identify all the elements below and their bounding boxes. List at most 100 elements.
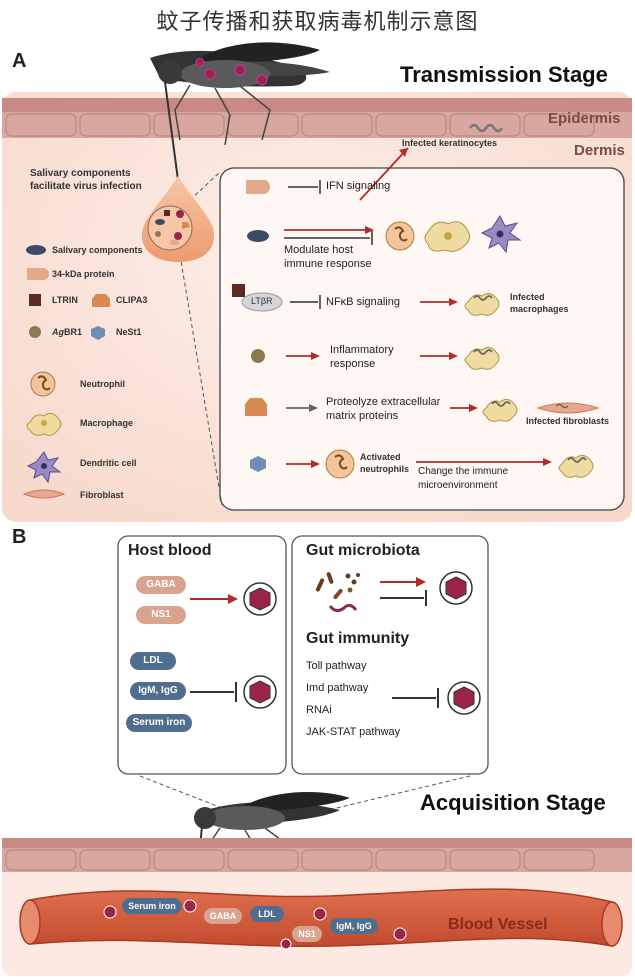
panel-b-letter: B	[12, 526, 27, 548]
zoom-line-b-left	[139, 775, 223, 809]
vessel-igm-igg-pill: IgM, IgG	[330, 918, 378, 934]
infected-macrophage-icon-2	[464, 346, 500, 370]
row1-34kda-icon	[246, 180, 270, 194]
virus-icon-1	[243, 582, 277, 616]
legend-dendritic: Dendritic cell	[80, 458, 137, 468]
epidermis-layer	[2, 112, 632, 138]
vessel-serum-iron-pill: Serum iron	[122, 898, 182, 914]
legend-salivary: Salivary components	[52, 245, 143, 255]
fibroblast-icon	[22, 489, 66, 499]
neutrophil-icon	[30, 371, 56, 397]
modulate-line2: immune response	[284, 258, 372, 270]
vessel-ns1-pill: NS1	[292, 926, 322, 942]
host-blood-heading: Host blood	[128, 542, 212, 559]
vessel-gaba-pill: GABA	[204, 908, 242, 924]
legend-agbr1: AgBR1	[52, 327, 82, 337]
ltbr-receptor-icon	[241, 292, 283, 312]
virus-icons	[243, 571, 481, 715]
infected-macrophage-icon-3	[482, 398, 518, 422]
inflammatory-line1: Inflammatory	[330, 344, 394, 356]
nfkb-label: NFκB signaling	[326, 296, 400, 308]
epidermis-label: Epidermis	[548, 110, 621, 127]
legend-macrophage: Macrophage	[80, 418, 134, 428]
ltbr-label: LTβR	[251, 296, 273, 306]
dermis-label: Dermis	[574, 142, 625, 159]
activated-line1: Activated	[360, 452, 401, 462]
serum-iron-pill: Serum iron	[126, 714, 192, 732]
skin-b-cells	[2, 848, 632, 872]
transmission-stage-heading: Transmission Stage	[400, 62, 608, 87]
gaba-pill: GABA	[136, 576, 186, 594]
infected-macrophage-icon-4	[558, 454, 594, 478]
clipa3-icon	[92, 294, 110, 307]
infected-macrophages-line1: Infected	[510, 292, 545, 302]
igm-igg-pill: IgM, IgG	[130, 682, 186, 700]
infected-macrophage-icon-1	[464, 292, 500, 316]
keratinocyte-virus-icon	[468, 123, 504, 133]
ldl-pill: LDL	[130, 652, 176, 670]
legend-fibroblast: Fibroblast	[80, 490, 124, 500]
row1-arrow	[359, 147, 409, 201]
mosquito-b-icon	[194, 792, 350, 891]
legend-34kda: 34-kDa protein	[52, 269, 115, 279]
imd-pathway-label: Imd pathway	[306, 682, 369, 694]
row2-salivary-icon	[247, 230, 269, 242]
legend-agbr1-suffix: BR1	[64, 327, 83, 337]
toll-pathway-label: Toll pathway	[306, 660, 367, 672]
row3-ltrin-icon	[232, 284, 245, 297]
infected-fibroblasts-label: Infected fibroblasts	[526, 416, 610, 426]
panel-b-arrows	[190, 577, 439, 708]
ifn-signaling-label: IFN signaling	[326, 180, 391, 192]
macrophage-icon	[26, 412, 62, 436]
proteolyze-line2: matrix proteins	[326, 410, 399, 422]
infected-macrophages-line2: macrophages	[510, 304, 569, 314]
panel-a-letter: A	[12, 50, 27, 72]
virus-icon-3	[439, 571, 473, 605]
salivary-note-line1: Salivary components	[30, 168, 131, 179]
row5-clipa3-icon	[245, 398, 267, 416]
legend-neutrophil: Neutrophil	[80, 379, 125, 389]
ns1-pill: NS1	[136, 606, 186, 624]
salivary-note-line2: facilitate virus infection	[30, 181, 142, 192]
jakstat-label: JAK-STAT pathway	[306, 726, 401, 738]
proteolyze-line1: Proteolyze extracellular	[326, 396, 441, 408]
dendritic-cell-icon	[26, 451, 62, 484]
activated-line2: neutrophils	[360, 464, 409, 474]
skin-surface	[2, 98, 632, 112]
protein-34kda-icon	[27, 268, 49, 280]
legend-icons	[22, 245, 110, 499]
modulate-line1: Modulate host	[284, 244, 354, 256]
salivary-components-icon	[26, 245, 46, 255]
gut-microbiota-heading: Gut microbiota	[306, 542, 420, 559]
agbr1-icon	[29, 326, 41, 338]
gut-microbiota-icon	[315, 572, 360, 613]
skin-b-surface	[2, 838, 632, 848]
legend-agbr1-prefix: Ag	[52, 327, 64, 337]
row6-nest1-icon	[250, 456, 266, 472]
legend-clipa3: CLIPA3	[116, 295, 148, 305]
row4-agbr1-icon	[251, 349, 265, 363]
mosquito-a-icon	[150, 42, 330, 181]
acquisition-stage-heading: Acquisition Stage	[420, 790, 606, 815]
mechanism-rows	[232, 123, 600, 479]
page-title: 蚊子传播和获取病毒机制示意图	[156, 10, 479, 35]
inflammatory-line2: response	[330, 358, 376, 370]
blood-vessel-label: Blood Vessel	[448, 916, 548, 933]
infected-keratinocytes-label: Infected keratinocytes	[402, 138, 498, 148]
rnai-label: RNAi	[306, 704, 332, 716]
legend-nest1: NeSt1	[116, 327, 142, 337]
infected-fibroblast-icon	[536, 402, 600, 414]
vessel-ldl-pill: LDL	[250, 906, 284, 922]
change-line2: microenvironment	[418, 480, 498, 491]
ltrin-icon	[29, 294, 41, 306]
virus-icon-4	[447, 681, 481, 715]
nest1-icon	[91, 326, 105, 340]
zoom-line-bottom	[179, 254, 223, 506]
saliva-droplet-icon	[141, 176, 215, 262]
change-line1: Change the immune	[418, 466, 509, 477]
legend-ltrin: LTRIN	[52, 295, 78, 305]
gut-immunity-heading: Gut immunity	[306, 630, 410, 647]
mechanism-box	[219, 167, 625, 511]
zoom-line-b-right	[319, 775, 471, 813]
